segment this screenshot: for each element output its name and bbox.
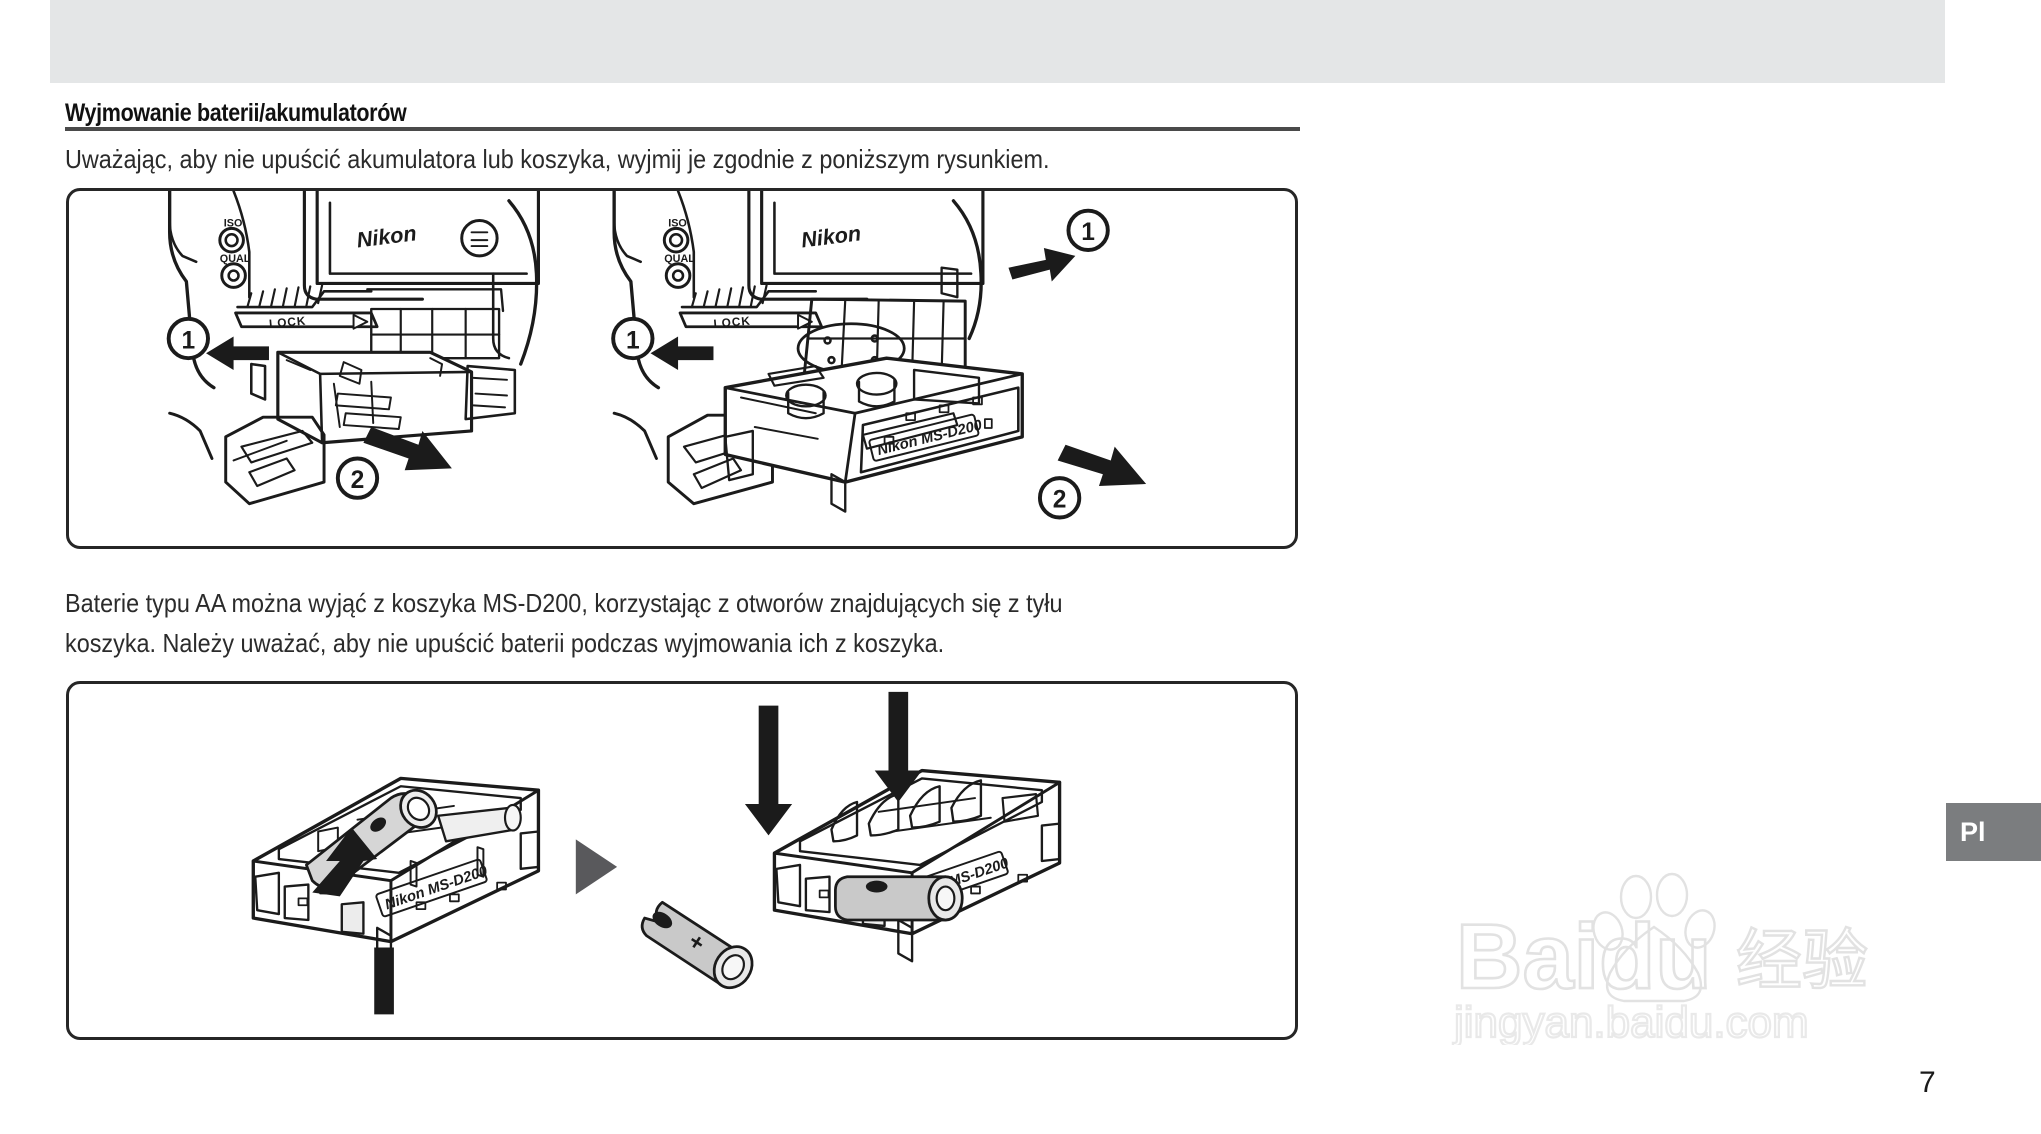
aa-battery-front: + [640, 900, 754, 990]
arrow-step-2-left [363, 427, 452, 471]
callout-step-1-left: 1 [166, 316, 210, 361]
camera-qual-label-right: QUAL [664, 253, 695, 265]
camera-left-illustration: Nikon ISO QUAL [167, 191, 541, 506]
camera-lock-label-right: LOCK [713, 314, 751, 331]
arrow-shaft-below-left [374, 947, 394, 1015]
svg-text:2: 2 [1053, 487, 1067, 514]
camera-brand-label-right: Nikon [800, 220, 863, 252]
svg-text:1: 1 [1081, 219, 1095, 246]
baidu-watermark-graphic: Baidu 经验 jingyan.baidu.com [1451, 872, 1869, 1045]
arrow-step-1-right-left [650, 336, 714, 370]
figure-2-drawing: Nikon MS-D200 [251, 691, 1062, 1015]
callout-step-2-right: 2 [1037, 476, 1082, 520]
figure-camera-battery-removal: Nikon ISO QUAL [66, 188, 1298, 549]
body-paragraph-line-1: Baterie typu AA można wyjąć z koszyka MS… [65, 588, 1063, 618]
ms-d200-holder-right: Nikon MS-D200 [723, 356, 1024, 513]
body-paragraph-line-2: koszyka. Należy uważać, aby nie upuścić … [65, 628, 945, 658]
callout-step-1-right-upper: 1 [1066, 208, 1110, 252]
camera-right-illustration: Nikon ISO QUAL LOCK [612, 191, 1024, 513]
arrow-push-down-right [874, 691, 922, 802]
camera-lock-label-left: LOCK [268, 314, 306, 331]
language-tab-pl[interactable]: Pl [1946, 803, 2041, 861]
camera-iso-label-right: ISO [668, 217, 687, 229]
heading-divider [65, 127, 1300, 131]
arrow-push-up-left [312, 827, 378, 897]
camera-qual-label-left: QUAL [220, 253, 251, 265]
svg-text:1: 1 [626, 327, 640, 354]
ms-d200-holder-right-figure2: Nikon MS-D200 [772, 768, 1062, 963]
svg-text:2: 2 [351, 467, 365, 494]
figure-1-drawing: Nikon ISO QUAL [166, 191, 1147, 520]
baidu-wordmark-cn: 经验 [1736, 922, 1868, 999]
camera-iso-label-left: ISO [224, 217, 243, 229]
ms-d200-holder-left-figure2: Nikon MS-D200 [251, 776, 541, 971]
figure-aa-battery-removal: Nikon MS-D200 [66, 681, 1298, 1040]
play-triangle-separator-icon [575, 839, 618, 895]
camera-brand-label-left: Nikon [355, 220, 418, 252]
baidu-watermark-url: jingyan.baidu.com [1452, 998, 1809, 1045]
arrow-step-1-left [206, 336, 269, 370]
baidu-wordmark: Baidu [1456, 906, 1712, 1008]
callout-step-1-right-left: 1 [611, 316, 655, 361]
svg-text:1: 1 [182, 327, 196, 354]
baidu-watermark: Baidu 经验 jingyan.baidu.com [1448, 855, 1918, 1045]
callout-step-2-left: 2 [335, 456, 380, 500]
page-header-band [50, 0, 1945, 83]
body-paragraph: Baterie typu AA można wyjąć z koszyka MS… [65, 583, 1244, 663]
intro-paragraph: Uważając, aby nie upuścić akumulatora lu… [65, 144, 1050, 174]
arrow-push-down-left [744, 705, 793, 836]
battery-minus-terminal [652, 911, 673, 929]
arrow-step-1-right-upper [1008, 248, 1076, 282]
page-title: Wyjmowanie baterii/akumulatorów [65, 99, 407, 127]
aa-battery-back [834, 875, 964, 922]
arrow-step-2-right [1057, 444, 1147, 487]
page-number: 7 [1919, 1066, 1936, 1099]
